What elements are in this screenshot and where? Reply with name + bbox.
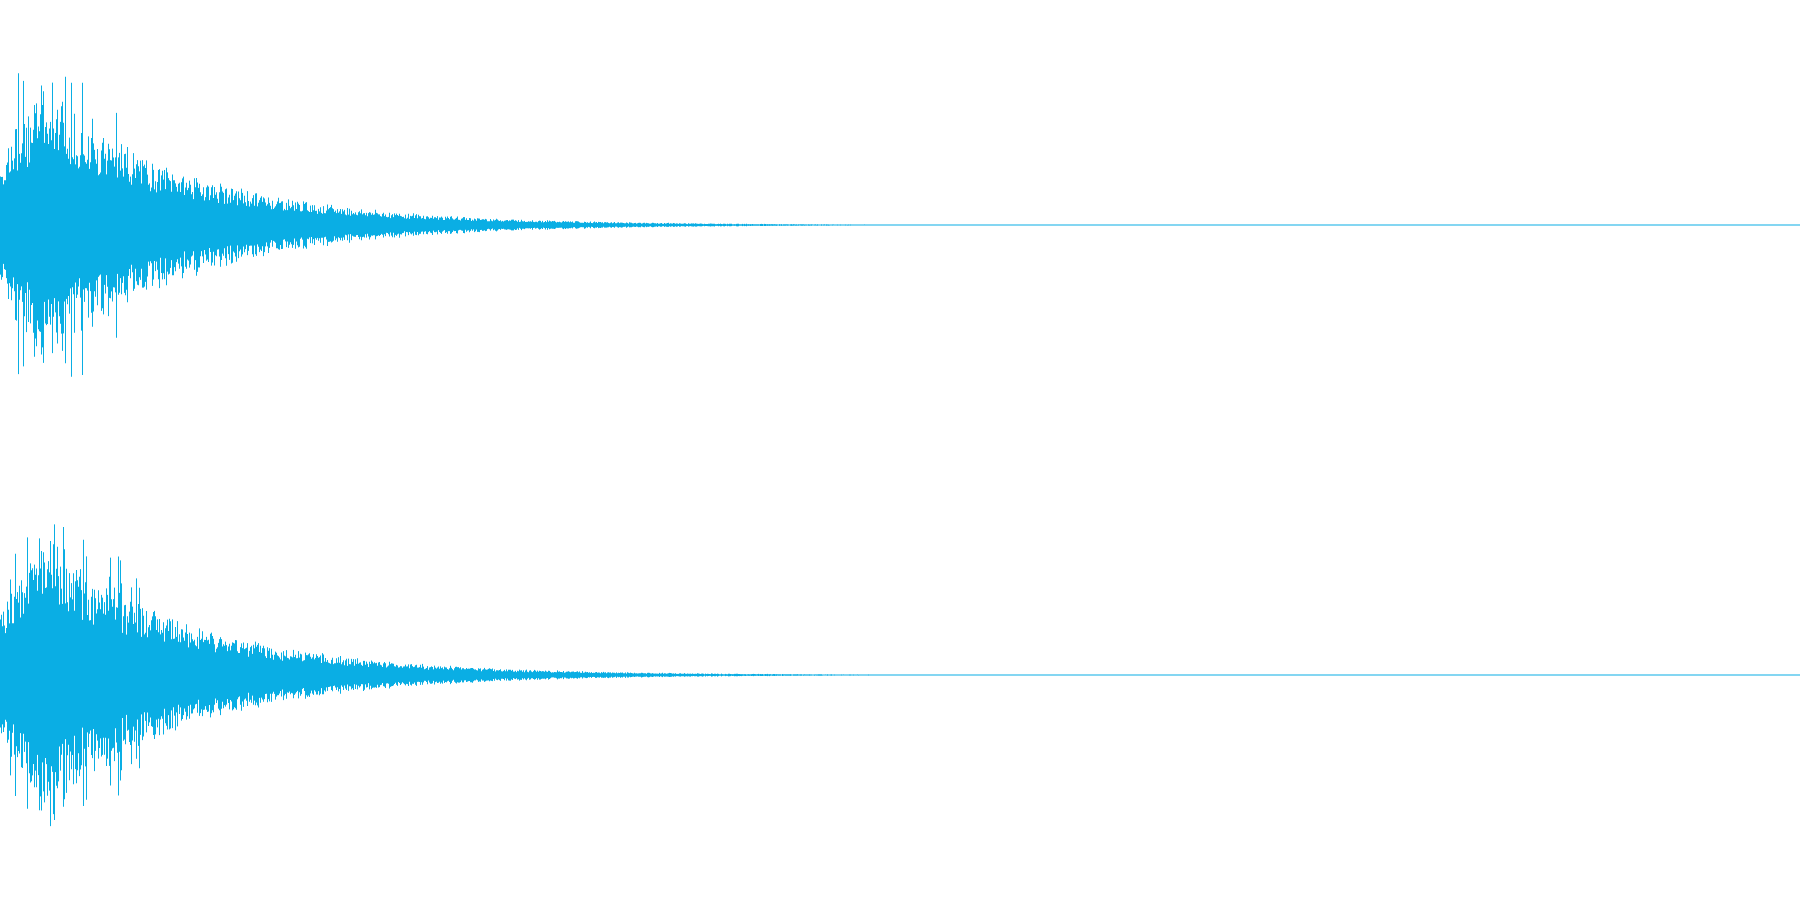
channel-left-signal <box>0 73 1800 377</box>
channel-left-wave <box>0 73 980 377</box>
channel-right-wave <box>0 524 980 827</box>
channel-right-signal <box>0 524 1800 827</box>
